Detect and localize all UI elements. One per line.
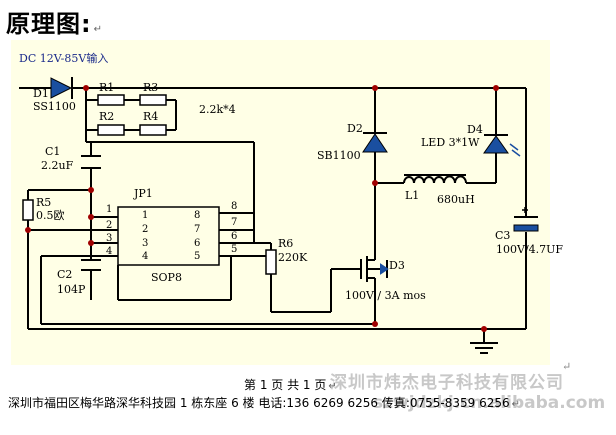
d4-label: LED 3*1W [421, 136, 480, 149]
d1-part: SS1100 [33, 100, 76, 113]
address-text: 深圳市福田区梅华路深华科技园 1 栋东座 6 楼 电话:136 6269 625… [8, 396, 510, 410]
mosfet-label: 100V / 3A mos [345, 289, 426, 302]
led-d4 [483, 134, 521, 157]
wires [19, 87, 527, 343]
ic-jp1-body [117, 206, 220, 266]
pin-8-inner: 8 [194, 210, 201, 221]
paragraph-mark: ↵ [328, 381, 337, 392]
pin-7-outer: 7 [231, 217, 238, 228]
ground-symbol [470, 342, 498, 354]
pin-5-inner: 5 [194, 251, 201, 262]
resistor-value: 2.2k*4 [199, 103, 236, 116]
jp1-name: JP1 [134, 187, 153, 200]
title-text: 原理图: [6, 10, 92, 38]
r6-value: 220K [278, 251, 308, 264]
pin-2-inner: 2 [142, 224, 149, 235]
chip-package-label: SOP8 [151, 271, 182, 284]
d1-name: D1 [33, 87, 49, 100]
page-info-text: 第 1 页 共 1 页 [244, 378, 327, 392]
c1-name: C1 [45, 145, 61, 158]
pin-1-inner: 1 [142, 210, 149, 221]
mosfet-d3 [360, 252, 389, 286]
r6-name: R6 [278, 237, 294, 250]
pin-6-outer: 6 [231, 231, 238, 242]
footer-page-info: 第 1 页 共 1 页↵ [244, 376, 337, 393]
d4-name: D4 [467, 123, 483, 136]
capacitor-c3 [513, 207, 539, 232]
r4-label: R4 [143, 110, 159, 123]
circuit-schematic: DC 12V-85V输入 D1 SS1100 R1 R3 R2 R4 2.2k*… [11, 40, 563, 365]
pin-4-outer: 4 [106, 246, 113, 257]
c3-name: C3 [495, 229, 511, 242]
schematic-drawing [19, 77, 539, 354]
r5-value: 0.5欧 [36, 209, 65, 222]
l1-name: L1 [405, 189, 420, 202]
paragraph-mark: ↵ [562, 360, 572, 373]
pin-8-outer: 8 [231, 201, 238, 212]
junction-dots [25, 85, 499, 332]
c3-value: 100V/4.7UF [496, 243, 564, 256]
pin-5-outer: 5 [231, 244, 238, 255]
c2-name: C2 [57, 268, 73, 281]
pin-1-outer: 1 [106, 204, 113, 215]
pin-3-inner: 3 [142, 238, 149, 249]
pin-4-inner: 4 [142, 251, 149, 262]
pin-2-outer: 2 [106, 220, 113, 231]
r2-label: R2 [99, 110, 115, 123]
paragraph-mark: ↵ [93, 24, 103, 35]
input-voltage-label: DC 12V-85V输入 [19, 52, 109, 65]
r3-label: R3 [143, 81, 159, 94]
pin-6-inner: 6 [194, 238, 201, 249]
diode-d1 [50, 77, 73, 99]
resistor-network [22, 94, 277, 275]
r5-name: R5 [36, 196, 52, 209]
d3-name: D3 [389, 259, 405, 272]
c2-value: 104P [57, 283, 86, 296]
page-title: 原理图:↵ [6, 4, 103, 39]
paragraph-mark: ↵ [511, 399, 521, 410]
d2-part: SB1100 [317, 149, 361, 162]
diode-d2 [362, 132, 388, 153]
c1-value: 2.2uF [41, 159, 74, 172]
watermark-company: 深圳市炜杰电子科技有限公司 [330, 373, 564, 393]
footer-address: 深圳市福田区梅华路深华科技园 1 栋东座 6 楼 电话:136 6269 625… [8, 394, 520, 411]
d2-name: D2 [347, 122, 363, 135]
r1-label: R1 [99, 81, 115, 94]
pin-7-inner: 7 [194, 224, 201, 235]
l1-value: 680uH [437, 193, 475, 206]
pin-3-outer: 3 [106, 233, 113, 244]
inductor-l1 [403, 174, 467, 184]
watermark-url: szwjdzkj.cn.alibaba.com [373, 393, 606, 413]
capacitors-c1-c2 [81, 155, 101, 271]
